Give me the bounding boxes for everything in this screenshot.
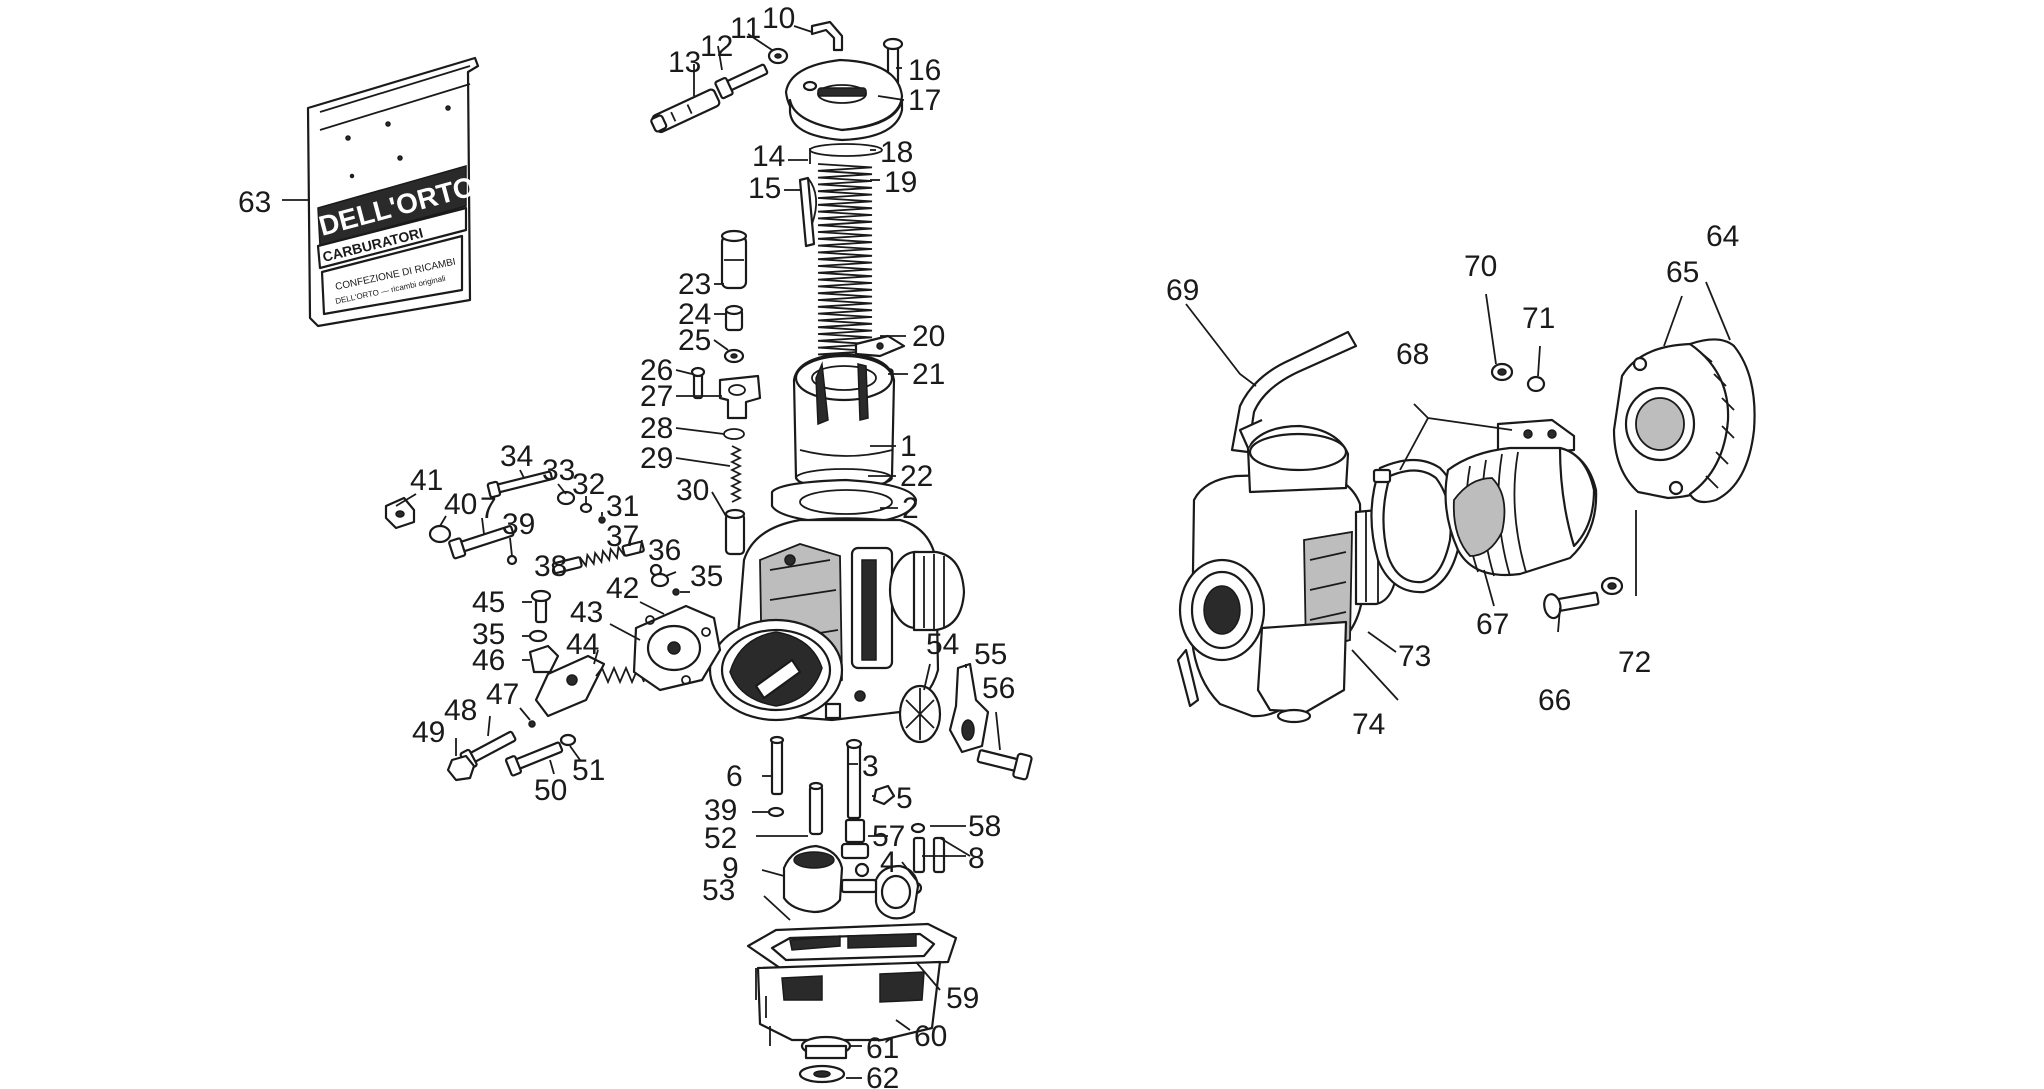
callout-6: 6 bbox=[726, 760, 743, 793]
callout-48: 48 bbox=[444, 694, 477, 727]
callout-51: 51 bbox=[572, 754, 605, 787]
callout-13: 13 bbox=[668, 46, 701, 79]
callout-34: 34 bbox=[500, 440, 533, 473]
callout-72: 72 bbox=[1618, 646, 1651, 679]
callout-1: 1 bbox=[900, 430, 917, 463]
callout-17: 17 bbox=[908, 84, 941, 117]
callout-14: 14 bbox=[752, 140, 785, 173]
callout-16: 16 bbox=[908, 54, 941, 87]
callout-66: 66 bbox=[1538, 684, 1571, 717]
callout-68: 68 bbox=[1396, 338, 1429, 371]
callout-10: 10 bbox=[762, 2, 795, 35]
callout-12: 12 bbox=[700, 30, 733, 63]
callout-61: 61 bbox=[866, 1032, 899, 1065]
callout-11: 11 bbox=[730, 12, 761, 45]
callout-62: 62 bbox=[866, 1062, 899, 1089]
callout-3: 3 bbox=[862, 750, 879, 783]
callout-69: 69 bbox=[1166, 274, 1199, 307]
callout-15: 15 bbox=[748, 172, 781, 205]
spare-parts-packet: DELL'ORTO CARBURATORI CONFEZIONE DI RICA… bbox=[306, 56, 480, 328]
callout-43: 43 bbox=[570, 596, 603, 629]
callout-27: 27 bbox=[640, 380, 673, 413]
callout-8: 8 bbox=[968, 842, 985, 875]
callout-53: 53 bbox=[702, 874, 735, 907]
throttle-spring bbox=[817, 163, 873, 369]
callout-18: 18 bbox=[880, 136, 913, 169]
top-cover-assembly bbox=[650, 20, 904, 248]
callout-71: 71 bbox=[1522, 302, 1555, 335]
callout-21: 21 bbox=[912, 358, 945, 391]
callout-65: 65 bbox=[1666, 256, 1699, 289]
callout-45: 45 bbox=[472, 586, 505, 619]
callout-20: 20 bbox=[912, 320, 945, 353]
right-margin bbox=[2004, 0, 2044, 1089]
callout-4: 4 bbox=[880, 846, 897, 879]
callout-36: 36 bbox=[648, 534, 681, 567]
callout-39: 39 bbox=[502, 508, 535, 541]
callout-52: 52 bbox=[704, 822, 737, 855]
callout-39-lower: 39 bbox=[704, 794, 737, 827]
callout-60: 60 bbox=[914, 1020, 947, 1053]
callout-32: 32 bbox=[572, 468, 605, 501]
callout-50: 50 bbox=[534, 774, 567, 807]
callout-29: 29 bbox=[640, 442, 673, 475]
callout-25: 25 bbox=[678, 324, 711, 357]
fuel-inlet-parts bbox=[898, 662, 1033, 781]
callout-40: 40 bbox=[444, 488, 477, 521]
callout-28: 28 bbox=[640, 412, 673, 445]
callout-31: 31 bbox=[606, 490, 639, 523]
float-bowl-assembly bbox=[746, 844, 958, 1084]
callout-19: 19 bbox=[884, 166, 917, 199]
callout-38: 38 bbox=[534, 550, 567, 583]
callout-59: 59 bbox=[946, 982, 979, 1015]
callout-22: 22 bbox=[900, 460, 933, 493]
idle-adjust-parts bbox=[384, 470, 722, 782]
slide-assembly bbox=[690, 229, 918, 556]
callout-70: 70 bbox=[1464, 250, 1497, 283]
callout-44: 44 bbox=[566, 628, 599, 661]
callout-35-lower: 35 bbox=[472, 618, 505, 651]
callout-63: 63 bbox=[238, 186, 271, 219]
callout-24: 24 bbox=[678, 298, 711, 331]
callout-7: 7 bbox=[480, 492, 497, 525]
callout-58: 58 bbox=[968, 810, 1001, 843]
callout-23: 23 bbox=[678, 268, 711, 301]
callout-55: 55 bbox=[974, 638, 1007, 671]
callout-54: 54 bbox=[926, 628, 959, 661]
callout-2: 2 bbox=[902, 492, 919, 525]
callout-5: 5 bbox=[896, 782, 913, 815]
spring-coil bbox=[817, 163, 873, 369]
callout-41: 41 bbox=[410, 464, 443, 497]
callout-9: 9 bbox=[722, 852, 739, 885]
callout-47: 47 bbox=[486, 678, 519, 711]
callout-74: 74 bbox=[1352, 708, 1385, 741]
callout-26: 26 bbox=[640, 354, 673, 387]
callout-30: 30 bbox=[676, 474, 709, 507]
jet-assembly bbox=[767, 735, 946, 895]
callout-49: 49 bbox=[412, 716, 445, 749]
leader-lines bbox=[282, 25, 1731, 1079]
assembled-carburettor bbox=[1176, 330, 1756, 724]
callout-35-upper: 35 bbox=[690, 560, 723, 593]
left-margin bbox=[0, 0, 78, 1089]
callout-42: 42 bbox=[606, 572, 639, 605]
callout-56: 56 bbox=[982, 672, 1015, 705]
callout-33: 33 bbox=[542, 454, 575, 487]
callout-46: 46 bbox=[472, 644, 505, 677]
callout-64: 64 bbox=[1706, 220, 1739, 253]
callout-67: 67 bbox=[1476, 608, 1509, 641]
callout-37: 37 bbox=[606, 520, 639, 553]
callout-labels: 63 13 12 11 10 16 17 18 14 15 19 23 24 2… bbox=[238, 2, 1739, 1089]
callout-57: 57 bbox=[872, 820, 905, 853]
callout-73: 73 bbox=[1398, 640, 1431, 673]
carburettor-body bbox=[708, 518, 966, 722]
